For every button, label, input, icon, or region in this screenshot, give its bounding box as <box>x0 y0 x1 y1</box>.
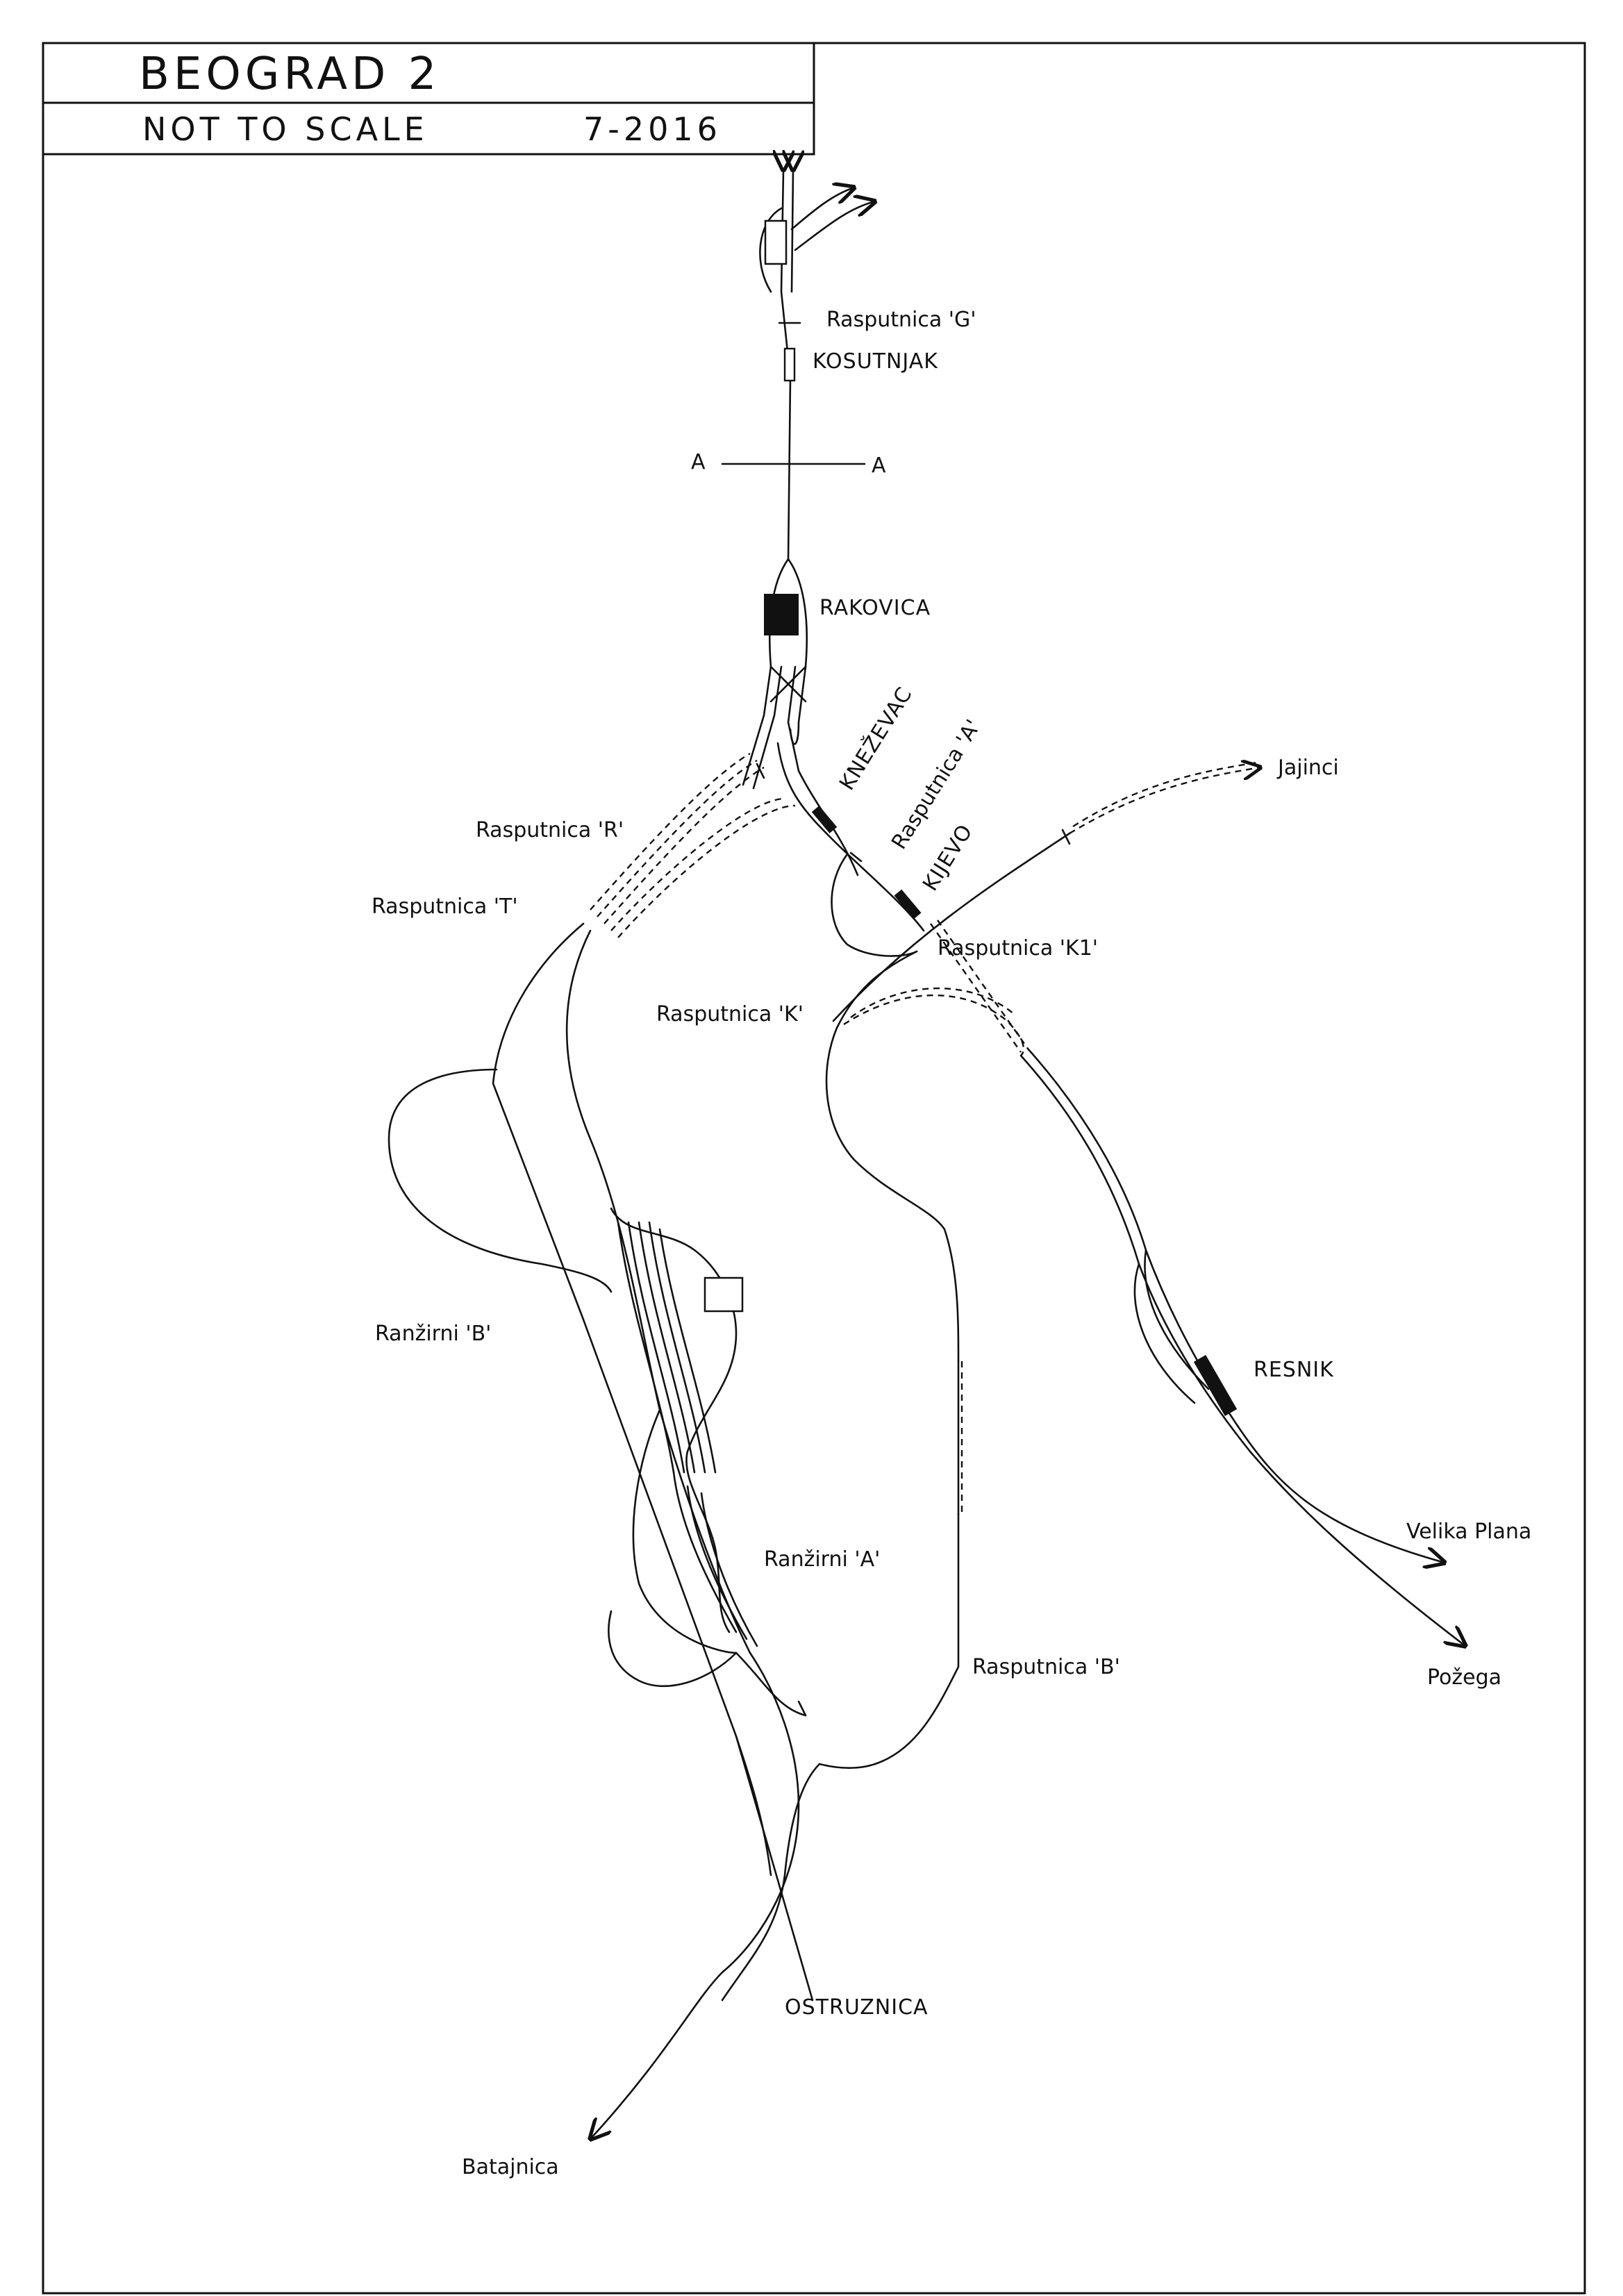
label-rasputnica-r: Rasputnica 'R' <box>476 818 624 842</box>
knezevac-kijevo-line <box>776 742 925 957</box>
label-rasputnica-k: Rasputnica 'K' <box>656 1002 804 1026</box>
label-batajnica: Batajnica <box>462 2155 559 2179</box>
yard-building <box>704 1276 744 1313</box>
jajinci-branch <box>832 763 1260 1022</box>
northern-line <box>721 170 875 876</box>
kosutnjak-halt <box>783 347 796 382</box>
label-pozega: Požega <box>1427 1665 1501 1690</box>
label-rasputnica-t: Rasputnica 'T' <box>372 895 518 919</box>
label-ranzirni-a: Ranžirni 'A' <box>764 1547 880 1572</box>
label-ostruznica: OSTRUZNICA <box>785 1995 929 2020</box>
knezevac-platform <box>811 806 838 833</box>
title-block <box>42 42 815 156</box>
resnik-station <box>1193 1355 1238 1416</box>
label-knezevac: KNEŽEVAC <box>834 683 917 795</box>
label-ranzirni-b: Ranžirni 'B' <box>375 1322 491 1346</box>
sheet-title: BEOGRAD 2 <box>139 49 440 100</box>
label-rasputnica-k1: Rasputnica 'K1' <box>938 936 1098 960</box>
label-rasputnica-b: Rasputnica 'B' <box>972 1655 1120 1679</box>
label-resnik: RESNIK <box>1254 1358 1334 1382</box>
sheet-date: 7-2016 <box>583 110 722 148</box>
label-kosutnjak: KOSUTNJAK <box>813 349 938 374</box>
label-kijevo: KIJEVO <box>918 820 978 895</box>
kijevo-platform <box>894 889 922 920</box>
label-velika-plana: Velika Plana <box>1406 1520 1531 1544</box>
sheet-frame <box>42 42 1586 2295</box>
label-jajinci: Jajinci <box>1276 756 1339 780</box>
label-rasputnica-g: Rasputnica 'G' <box>826 308 976 332</box>
label-section-a-right: A <box>872 454 886 478</box>
labels: Rasputnica 'G' KOSUTNJAK A A RAKOVICA KN… <box>372 308 1531 2179</box>
marshalling-yard <box>388 922 821 2139</box>
rakovica-station <box>764 594 799 635</box>
label-section-a-left: A <box>691 450 706 474</box>
rasputnica-k-area <box>818 920 1465 1770</box>
dashed-chords-north <box>590 752 796 938</box>
kosutnjak-platform <box>764 219 788 265</box>
label-rakovica: RAKOVICA <box>819 596 931 620</box>
scale-note: NOT TO SCALE <box>142 110 428 148</box>
